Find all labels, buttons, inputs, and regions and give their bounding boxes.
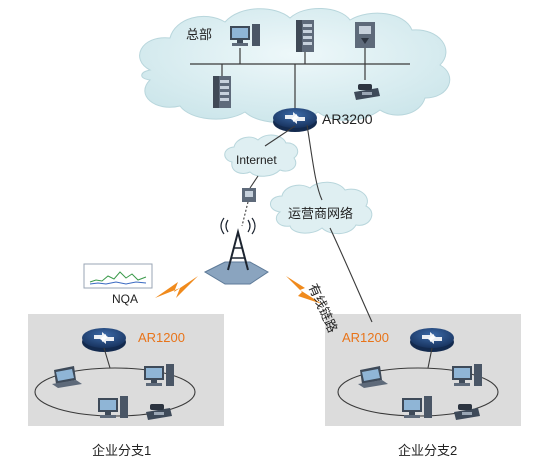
branch2-phone-icon xyxy=(454,404,480,420)
wired-link xyxy=(329,227,373,323)
hq-label: 总部 xyxy=(186,27,213,42)
branch2-name: 企业分支2 xyxy=(398,443,458,458)
branch2-pc-icon-2 xyxy=(402,396,432,418)
wireless-link-right-icon xyxy=(286,276,322,304)
branch1-laptop-icon xyxy=(52,366,82,388)
branch1-router-label: AR1200 xyxy=(138,330,185,345)
internet-label: Internet xyxy=(236,153,277,167)
hq-internet-link xyxy=(264,125,296,147)
modem-tower-link xyxy=(241,201,249,227)
branch2-laptop-icon xyxy=(358,366,388,388)
wireless-link-left-icon xyxy=(155,276,198,298)
headquarters-lan xyxy=(190,48,410,108)
branch2-router-label: AR1200 xyxy=(342,330,389,345)
hq-router-label: AR3200 xyxy=(322,111,373,127)
links xyxy=(241,124,373,323)
modem-icon xyxy=(242,188,256,202)
internet-cloud xyxy=(224,134,299,177)
branch1-name: 企业分支1 xyxy=(92,443,152,458)
branch1-router-link xyxy=(103,347,111,369)
nqa-label: NQA xyxy=(112,292,139,306)
hq-fax-icon xyxy=(355,22,375,48)
wireless-tower-icon xyxy=(203,217,269,285)
hq-carrier-link xyxy=(306,124,323,201)
branch1-pc-icon-2 xyxy=(98,396,128,418)
carrier-network-label: 运营商网络 xyxy=(288,206,354,221)
hq-server-icon xyxy=(296,20,314,52)
hq-server-icon-2 xyxy=(213,76,231,108)
internet-modem-link xyxy=(249,175,259,189)
branch1-pc-icon xyxy=(144,364,174,386)
carrier-cloud xyxy=(270,181,373,235)
branch1-phone-icon xyxy=(146,404,172,420)
hq-router-icon xyxy=(273,108,317,132)
branch2-pc-icon xyxy=(452,364,482,386)
nqa-monitor-chart xyxy=(83,263,153,289)
branch2-router-link xyxy=(427,347,433,369)
